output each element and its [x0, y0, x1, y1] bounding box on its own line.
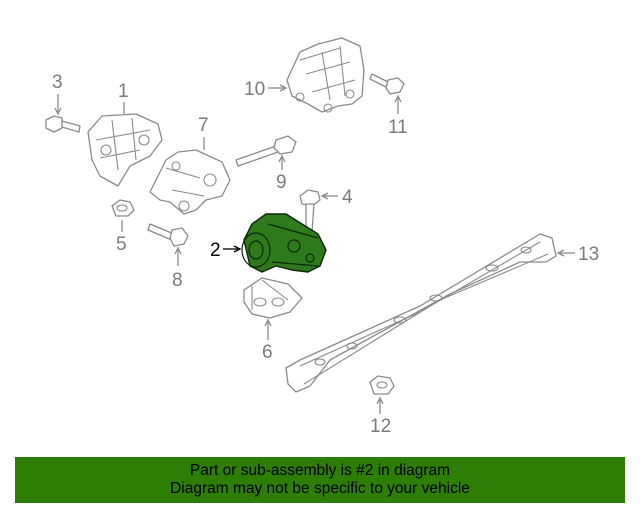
part-12-nut[interactable]	[369, 375, 395, 395]
info-banner: Part or sub-assembly is #2 in diagram Di…	[15, 457, 625, 503]
callout-10[interactable]: 10	[244, 79, 265, 100]
part-2-mount-highlighted[interactable]	[241, 213, 327, 273]
callout-1[interactable]: 1	[118, 81, 129, 102]
banner-line-2: Diagram may not be specific to your vehi…	[170, 480, 470, 497]
part-7-bracket[interactable]	[149, 149, 231, 215]
callout-4[interactable]: 4	[342, 187, 353, 208]
banner-line-1: Part or sub-assembly is #2 in diagram	[189, 462, 451, 479]
part-4-bolt[interactable]	[299, 189, 321, 233]
part-8-bolt[interactable]	[147, 223, 189, 247]
callout-12[interactable]: 12	[370, 416, 391, 437]
part-11-bolt[interactable]	[369, 73, 405, 95]
arrowhead-4	[320, 192, 329, 200]
part-9-bolt[interactable]	[235, 135, 297, 167]
callout-7[interactable]: 7	[198, 115, 209, 136]
part-13-crossmember[interactable]	[285, 233, 557, 393]
part-1-mount[interactable]	[87, 113, 163, 187]
part-6-bracket[interactable]	[243, 277, 303, 319]
callout-8[interactable]: 8	[172, 270, 183, 291]
part-3-bolt[interactable]	[45, 115, 81, 133]
arrowhead-2	[233, 245, 242, 253]
callout-5[interactable]: 5	[116, 234, 127, 255]
callout-6[interactable]: 6	[262, 342, 273, 363]
arrowhead-8	[174, 246, 182, 255]
arrowhead-3	[54, 107, 62, 116]
arrowhead-11	[394, 94, 402, 103]
callout-11[interactable]: 11	[388, 117, 408, 138]
callout-2[interactable]: 2	[210, 240, 221, 261]
part-5-nut[interactable]	[111, 199, 135, 217]
parts-diagram: 10 11 3 1 7 9	[45, 37, 599, 437]
arrowhead-13	[556, 249, 565, 257]
arrowhead-9	[278, 154, 286, 163]
callout-9[interactable]: 9	[276, 172, 287, 193]
callout-13[interactable]: 13	[578, 244, 599, 265]
arrowhead-6	[264, 318, 272, 327]
arrowhead-10	[279, 84, 288, 92]
part-10-bracket[interactable]	[286, 37, 365, 113]
arrowhead-12	[376, 396, 384, 405]
callout-3[interactable]: 3	[52, 72, 63, 93]
